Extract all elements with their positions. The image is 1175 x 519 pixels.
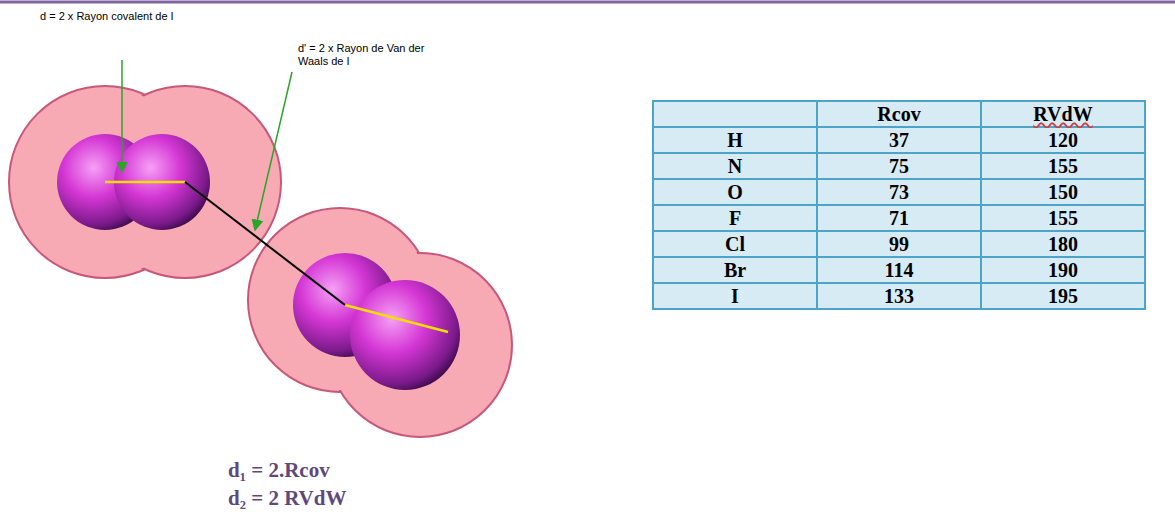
table-cell: 190: [981, 257, 1145, 283]
cell-text: O: [727, 181, 743, 203]
table-cell: 195: [981, 283, 1145, 309]
cell-text: 180: [1048, 233, 1078, 255]
cell-text: 37: [889, 129, 909, 151]
radius-table: RcovRVdWH37120N75155O73150F71155Cl99180B…: [652, 100, 1146, 310]
table-cell: 180: [981, 231, 1145, 257]
table-cell: [653, 101, 817, 127]
cell-text: 75: [889, 155, 909, 177]
cell-text: Rcov: [877, 103, 920, 125]
annotation: d = 2 x Rayon covalent de I: [40, 10, 174, 23]
table-cell: N: [653, 153, 817, 179]
covalent-distance: [105, 181, 185, 184]
annotation: d' = 2 x Rayon de Van der Waals de I: [298, 42, 448, 68]
cell-text: 133: [884, 285, 914, 307]
table-cell: RVdW: [981, 101, 1145, 127]
table-cell: 99: [817, 231, 981, 257]
formula: d₂ = 2 RVdW: [228, 486, 346, 511]
top-rule: [0, 1, 1175, 4]
table-cell: I: [653, 283, 817, 309]
table-cell: 150: [981, 179, 1145, 205]
cell-text: RVdW: [1033, 103, 1092, 125]
leader-arrow: [255, 72, 292, 230]
cell-text: 73: [889, 181, 909, 203]
cell-text: 150: [1048, 181, 1078, 203]
cell-text: 71: [889, 207, 909, 229]
table-cell: F: [653, 205, 817, 231]
leader-arrow: [121, 60, 123, 172]
vdw-halo: [9, 86, 281, 278]
cell-text: 155: [1048, 207, 1078, 229]
vdw-halo: [248, 208, 512, 437]
covalent-distance: [345, 305, 448, 332]
table-cell: O: [653, 179, 817, 205]
cell-text: 114: [885, 259, 914, 281]
cell-text: N: [728, 155, 742, 177]
table-cell: 114: [817, 257, 981, 283]
table-cell: Br: [653, 257, 817, 283]
table-cell: Rcov: [817, 101, 981, 127]
formula: d₁ = 2.Rcov: [228, 458, 330, 483]
cell-text: H: [727, 129, 743, 151]
cell-text: F: [729, 207, 741, 229]
cell-text: I: [731, 285, 739, 307]
table-cell: 133: [817, 283, 981, 309]
table-cell: 75: [817, 153, 981, 179]
iodine-atoms: [57, 134, 460, 390]
cell-text: 190: [1048, 259, 1078, 281]
table-cell: 155: [981, 205, 1145, 231]
table-cell: 155: [981, 153, 1145, 179]
cell-text: 155: [1048, 155, 1078, 177]
table-cell: Cl: [653, 231, 817, 257]
table-cell: 71: [817, 205, 981, 231]
table-cell: 37: [817, 127, 981, 153]
cell-text: Br: [724, 259, 746, 281]
cell-text: 99: [889, 233, 909, 255]
cell-text: 195: [1048, 285, 1078, 307]
table-cell: 73: [817, 179, 981, 205]
table-cell: 120: [981, 127, 1145, 153]
table-cell: H: [653, 127, 817, 153]
cell-text: 120: [1048, 129, 1078, 151]
vdw-distance: [185, 182, 345, 305]
cell-text: Cl: [725, 233, 745, 255]
